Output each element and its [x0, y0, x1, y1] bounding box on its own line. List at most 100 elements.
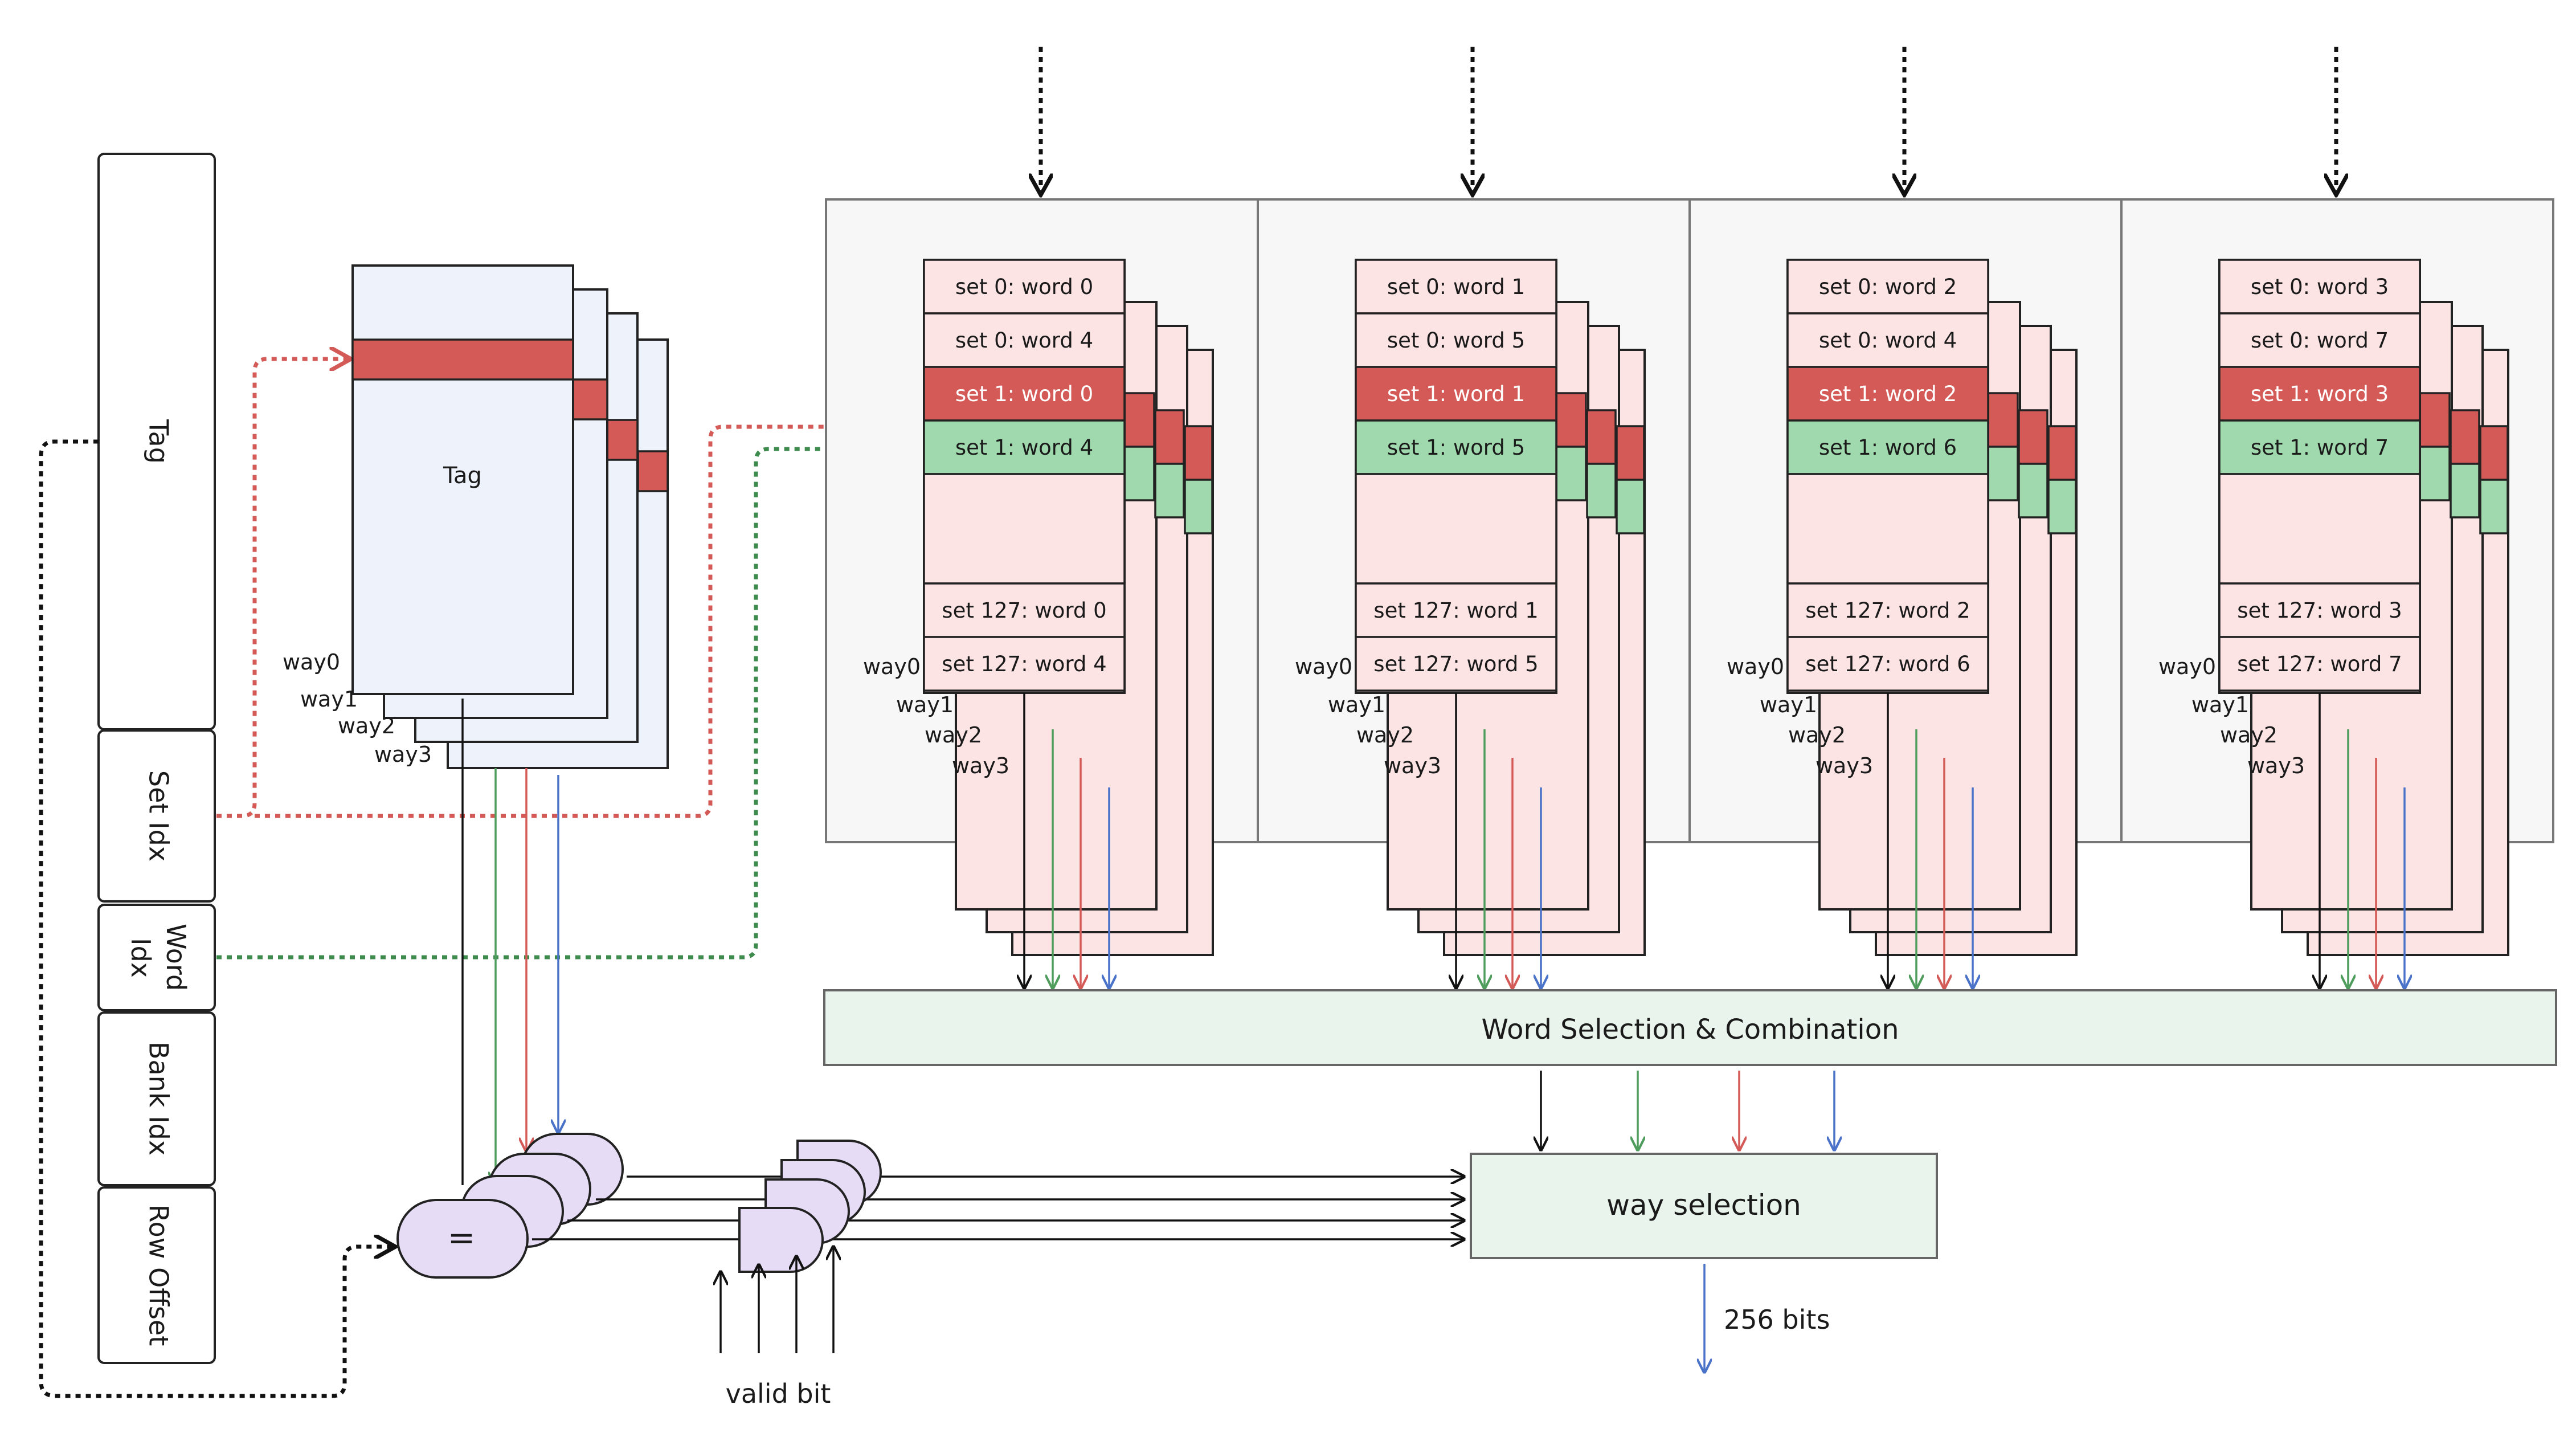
word-selection-box: [823, 989, 2557, 1066]
bank-1-cell-2: [1355, 366, 1557, 422]
bank-1-cell-label: set 1: word 5: [1387, 435, 1525, 460]
bank-1-way-label-0: way0: [1295, 654, 1352, 679]
bank-2-cell-label: set 1: word 6: [1819, 435, 1957, 460]
bank-2-way-label-2: way2: [1788, 722, 1846, 748]
comparator-symbol: =: [448, 1218, 476, 1257]
tag-route-arrow: [39, 439, 393, 1398]
tag-output-lines: [461, 699, 558, 1185]
bank-0-cell-4: [923, 473, 1126, 585]
bank-3-cell-label: set 127: word 3: [2237, 598, 2402, 623]
bank-0-cell-1: [923, 312, 1126, 368]
bank-0-way1-word-row: [1123, 446, 1155, 501]
tag-array: Tag way0 way1 way2 way3: [283, 264, 669, 769]
bank-0-way2-word-row: [1154, 463, 1185, 519]
bank-0-cell-label: set 127: word 4: [942, 652, 1106, 676]
tag-way2-hit-row: [606, 419, 639, 461]
bank-1-cell-0: [1355, 259, 1557, 315]
address-field-row-offset: Row Offset: [97, 1186, 216, 1364]
bank-2-cell-0: [1786, 259, 1989, 315]
bank-3-cell-label: set 0: word 3: [2251, 275, 2389, 299]
way-selection-block: way selection: [1470, 1153, 1938, 1259]
bank-2-way1-hit-row: [1987, 392, 2019, 448]
address-field-tag: Tag: [97, 153, 216, 730]
bank-0-way1-hit-row: [1123, 392, 1155, 448]
bank-0-cell-3: [923, 419, 1126, 475]
address-field-word-idx: Word Idx: [97, 904, 216, 1011]
bank-1-cell-4: [1355, 473, 1557, 585]
bank-2: set 0: word 2 set 0: word 4 set 1: word 2 s…: [1688, 47, 2123, 988]
bank-0-cell-6: [923, 636, 1126, 692]
bank-3-way2-word-row: [2450, 463, 2480, 519]
bank-2-cell-2: [1786, 366, 1989, 422]
tag-way-label-2: way2: [338, 713, 395, 738]
way-selection-box: [1470, 1153, 1938, 1259]
bank-1-way1-word-row: [1555, 446, 1587, 501]
bank-3-way2-hit-row: [2450, 409, 2480, 465]
bank-2-way-label-3: way3: [1816, 753, 1873, 778]
address-field-set-idx-label: Set Idx: [144, 770, 174, 862]
and-gates: [738, 1140, 882, 1273]
bank-2-way2-word-row: [2018, 463, 2048, 519]
comparator-way0: [396, 1199, 529, 1279]
bank-1-cell-label: set 1: word 1: [1387, 382, 1525, 406]
bank-1-cell-5: [1355, 582, 1557, 638]
address-routing: [39, 359, 921, 1398]
bank-0-way3-hit-row: [1184, 425, 1213, 481]
bank-0-cell-label: set 0: word 4: [955, 328, 1093, 353]
bank-1-cell-label: set 127: word 1: [1373, 598, 1538, 623]
and-gate-way0: [738, 1207, 824, 1273]
tag-way1-hit-row: [572, 378, 608, 421]
bank-3-cell-label: set 1: word 7: [2251, 435, 2389, 460]
bank-2-way-label-1: way1: [1760, 692, 1817, 717]
bank-1-cell-label: set 0: word 1: [1387, 275, 1525, 299]
bank-3-cell-0: [2218, 259, 2421, 315]
bank-2-cell-6: [1786, 636, 1989, 692]
bank-2-cell-4: [1786, 473, 1989, 585]
bank-2-way-label-0: way0: [1727, 654, 1784, 679]
bank-0-way3-word-row: [1184, 479, 1213, 534]
bank-0-cell-label: set 1: word 4: [955, 435, 1093, 460]
bank-2-cell-label: set 127: word 6: [1805, 652, 1970, 676]
bank-2-way2-hit-row: [2018, 409, 2048, 465]
valid-bit-label: valid bit: [726, 1378, 831, 1409]
bank-1-way2-hit-row: [1586, 409, 1617, 465]
bank-0-way-label-3: way3: [952, 753, 1009, 778]
bank-3-cell-label: set 127: word 7: [2237, 652, 2402, 676]
address-field-bank-idx-label: Bank Idx: [144, 1042, 174, 1156]
bank-1-cell-1: [1355, 312, 1557, 368]
bank-2-cell-5: [1786, 582, 1989, 638]
bank-2-cell-label: set 1: word 2: [1819, 382, 1957, 406]
bank-1-cell-label: set 127: word 5: [1373, 652, 1538, 676]
tag-way-label-3: way3: [374, 742, 432, 767]
tag-array-label: Tag: [443, 463, 482, 489]
bank-3-way-label-3: way3: [2247, 753, 2305, 778]
bank-3-cell-5: [2218, 582, 2421, 638]
bank-1-way3-word-row: [1616, 479, 1645, 534]
bank-3-way-label-1: way1: [2191, 692, 2249, 717]
bank-2-cell-label: set 0: word 2: [1819, 275, 1957, 299]
set-idx-route-to-data-arrow: [255, 427, 921, 818]
bank-2-way1-word-row: [1987, 446, 2019, 501]
bank-3-cell-6: [2218, 636, 2421, 692]
bank-0-cell-label: set 127: word 0: [942, 598, 1106, 623]
bank-2-way3-hit-row: [2047, 425, 2077, 481]
bank-1-way2-word-row: [1586, 463, 1617, 519]
bank-2-cell-label: set 127: word 2: [1805, 598, 1970, 623]
word-selection-block: Word Selection & Combination: [823, 989, 2557, 1066]
bank-0-way2-hit-row: [1154, 409, 1185, 465]
bank-2-cell-label: set 0: word 4: [1819, 328, 1957, 353]
bank-3-cell-2: [2218, 366, 2421, 422]
bank-1-way3-hit-row: [1616, 425, 1645, 481]
compare-wires: [532, 1177, 1464, 1239]
bank-1-way-label-2: way2: [1356, 722, 1414, 748]
bank-3-way1-hit-row: [2419, 392, 2451, 448]
bank-0-cell-label: set 1: word 0: [955, 382, 1093, 406]
address-field-set-idx: Set Idx: [97, 729, 216, 903]
tag-way0: [351, 264, 574, 695]
bank-2-cell-1: [1786, 312, 1989, 368]
word-to-way-lines: [1541, 1071, 1834, 1150]
